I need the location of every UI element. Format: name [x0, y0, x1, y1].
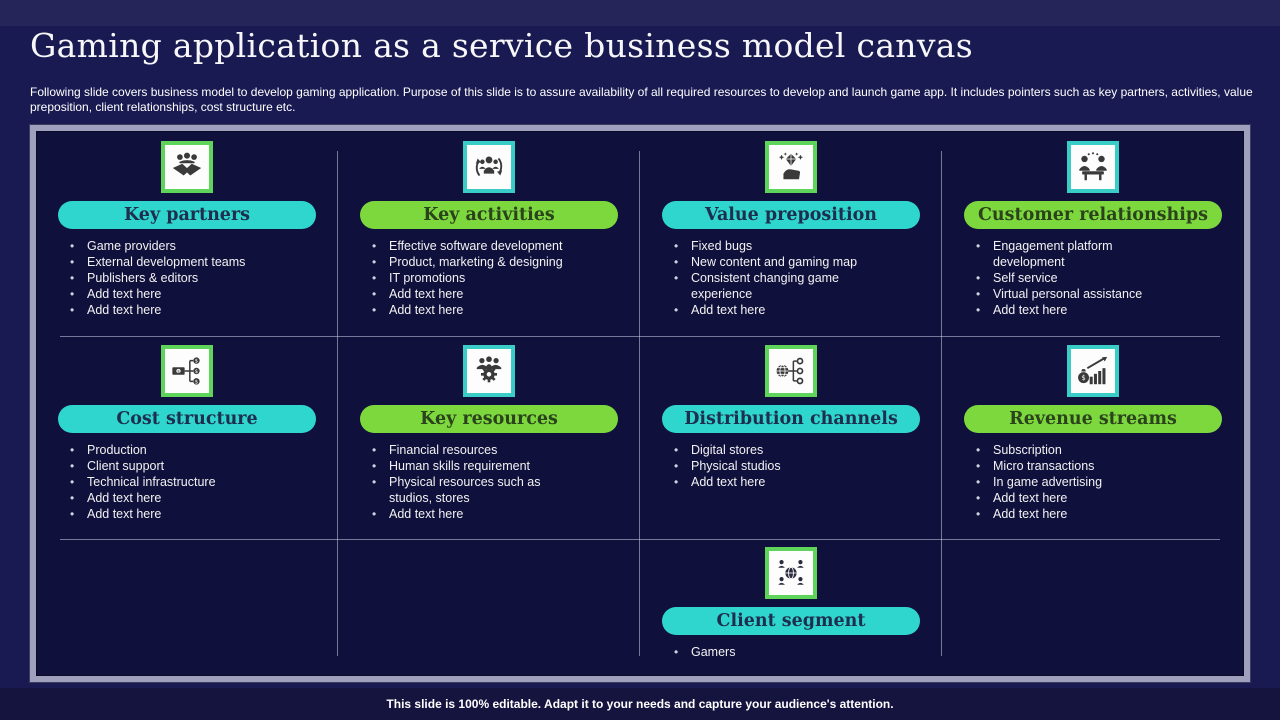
bullet-item: Engagement platform development [974, 238, 1186, 270]
bullet-item: Human skills requirement [370, 458, 582, 474]
revenue-streams-pill: Revenue streams [964, 405, 1222, 433]
bullet-item: External development teams [68, 254, 280, 270]
cell-revenue-streams: $ Revenue streams SubscriptionMicro tran… [942, 345, 1244, 522]
bullet-item: Consistent changing game experience [672, 270, 884, 302]
cost-structure-bullets: ProductionClient supportTechnical infras… [68, 442, 280, 522]
grid-vertical-divider [639, 151, 640, 656]
bullet-item: In game advertising [974, 474, 1186, 490]
bullet-item: Physical studios [672, 458, 884, 474]
bullet-item: Digital stores [672, 442, 884, 458]
bullet-item: Add text here [370, 302, 582, 318]
client-segment-pill: Client segment [662, 607, 920, 635]
bullet-item: IT promotions [370, 270, 582, 286]
bullet-item: Add text here [370, 506, 582, 522]
page-title: Gaming application as a service business… [30, 26, 973, 65]
bullet-item: Publishers & editors [68, 270, 280, 286]
people-cycle-icon [463, 141, 515, 193]
bullet-item: Add text here [68, 302, 280, 318]
cell-key-resources: Key resources Financial resourcesHuman s… [338, 345, 640, 522]
bullet-item: Add text here [974, 490, 1186, 506]
user-network-icon [765, 547, 817, 599]
cell-distribution-channels: Distribution channels Digital storesPhys… [640, 345, 942, 490]
distribution-channels-pill: Distribution channels [662, 405, 920, 433]
bullet-item: Effective software development [370, 238, 582, 254]
bullet-item: Add text here [68, 490, 280, 506]
grid-horizontal-divider [60, 539, 1220, 540]
cell-key-activities: Key activities Effective software develo… [338, 141, 640, 318]
cost-structure-pill: Cost structure [58, 405, 316, 433]
bullet-item: Self service [974, 270, 1186, 286]
bullet-item: Add text here [974, 302, 1186, 318]
svg-text:$: $ [195, 369, 198, 375]
cell-cost-structure: $ $ $ $ Cost structure ProductionClient … [36, 345, 338, 522]
bullet-item: Add text here [672, 302, 884, 318]
bullet-item: Micro transactions [974, 458, 1186, 474]
customer-relationships-bullets: Engagement platform developmentSelf serv… [974, 238, 1186, 318]
bullet-item: Client support [68, 458, 280, 474]
cell-client-segment: Client segment Gamers [640, 547, 942, 660]
bullet-item: Add text here [68, 506, 280, 522]
grid-vertical-divider [337, 151, 338, 656]
slide-description: Following slide covers business model to… [30, 85, 1253, 114]
team-gear-icon [463, 345, 515, 397]
distribution-channels-bullets: Digital storesPhysical studiosAdd text h… [672, 442, 884, 490]
value-preposition-bullets: Fixed bugsNew content and gaming mapCons… [672, 238, 884, 318]
key-activities-bullets: Effective software developmentProduct, m… [370, 238, 582, 318]
svg-text:$: $ [195, 379, 198, 385]
top-accent-strip [0, 0, 1280, 26]
key-partners-bullets: Game providersExternal development teams… [68, 238, 280, 318]
meeting-icon [1067, 141, 1119, 193]
grid-horizontal-divider [60, 336, 1220, 337]
bullet-item: Add text here [68, 286, 280, 302]
bullet-item: Game providers [68, 238, 280, 254]
money-flow-icon: $ $ $ $ [161, 345, 213, 397]
svg-text:$: $ [195, 359, 198, 365]
bullet-item: Technical infrastructure [68, 474, 280, 490]
key-partners-pill: Key partners [58, 201, 316, 229]
bullet-item: New content and gaming map [672, 254, 884, 270]
business-model-canvas-frame: Key partners Game providersExternal deve… [30, 125, 1250, 682]
customer-relationships-pill: Customer relationships [964, 201, 1222, 229]
globe-network-icon [765, 345, 817, 397]
handshake-icon [161, 141, 213, 193]
cell-value-preposition: Value preposition Fixed bugsNew content … [640, 141, 942, 318]
client-segment-bullets: Gamers [672, 644, 884, 660]
bullet-item: Add text here [370, 286, 582, 302]
svg-text:$: $ [177, 369, 180, 375]
key-activities-pill: Key activities [360, 201, 618, 229]
revenue-streams-bullets: SubscriptionMicro transactionsIn game ad… [974, 442, 1186, 522]
bullet-item: Add text here [672, 474, 884, 490]
bullet-item: Add text here [974, 506, 1186, 522]
cell-customer-relationships: Customer relationships Engagement platfo… [942, 141, 1244, 318]
bullet-item: Fixed bugs [672, 238, 884, 254]
bullet-item: Production [68, 442, 280, 458]
bullet-item: Product, marketing & designing [370, 254, 582, 270]
bullet-item: Virtual personal assistance [974, 286, 1186, 302]
hand-diamond-icon [765, 141, 817, 193]
key-resources-bullets: Financial resourcesHuman skills requirem… [370, 442, 582, 522]
bullet-item: Subscription [974, 442, 1186, 458]
cell-key-partners: Key partners Game providersExternal deve… [36, 141, 338, 318]
money-growth-icon: $ [1067, 345, 1119, 397]
svg-text:$: $ [1081, 374, 1085, 382]
value-preposition-pill: Value preposition [662, 201, 920, 229]
bullet-item: Gamers [672, 644, 884, 660]
bullet-item: Financial resources [370, 442, 582, 458]
grid-vertical-divider [941, 151, 942, 656]
key-resources-pill: Key resources [360, 405, 618, 433]
footer-note: This slide is 100% editable. Adapt it to… [0, 688, 1280, 720]
bullet-item: Physical resources such as studios, stor… [370, 474, 582, 506]
